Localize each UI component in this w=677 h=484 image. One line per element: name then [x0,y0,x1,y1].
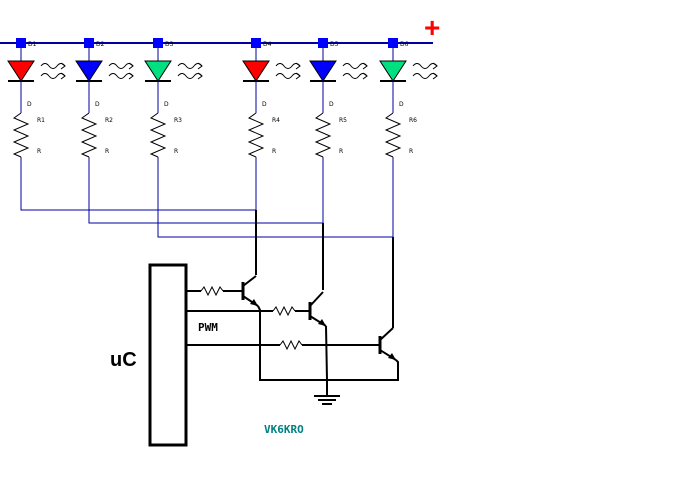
ground-wiring [257,305,399,396]
resistor-icon [149,112,167,158]
node-label: D6 [400,41,409,48]
resistor-value: R [339,148,343,155]
rail-node [388,38,398,48]
led-columns: D1D R1R D2D R2R D3D R3R D4D R4R D5D R5R D6D R6R [7,38,438,165]
rail-node [84,38,94,48]
led-return-wires [20,165,394,238]
led-icon [379,60,407,82]
rail-node [251,38,261,48]
resistor-value: R [105,148,109,155]
node-label: D5 [330,41,339,48]
resistor-label: R2 [105,117,113,124]
microcontroller-label: uC [110,349,137,371]
led-icon [309,60,337,82]
rail-node [153,38,163,48]
collector-wires [255,210,394,328]
base-drive-2 [186,305,310,317]
microcontroller-block [148,263,188,447]
diode-text: D [399,101,404,108]
resistor-value: R [174,148,178,155]
resistor-label: R5 [339,117,347,124]
diode-text: D [329,101,334,108]
diode-text: D [95,101,100,108]
diode-text: D [27,101,32,108]
resistor-value: R [37,148,41,155]
wire-r3-to-q3 [157,165,393,238]
led-icon [7,60,35,82]
wire-r1-to-q1 [20,165,256,211]
wire-r2-to-q2 [88,165,323,224]
led-column-d6: D6D R6R [379,38,438,165]
led-column-d2: D2D R2R [75,38,134,165]
resistor-icon [314,112,332,158]
transistor-q1 [241,275,259,307]
led-icon [144,60,172,82]
resistor-icon [384,112,402,158]
resistor-icon [247,112,265,158]
ground-symbol [314,395,340,405]
pwm-label: PWM [198,321,218,334]
resistor-value: R [409,148,413,155]
light-emission-icon [40,62,66,80]
led-column-d1: D1D R1R [7,38,66,165]
resistor-label: R1 [37,117,45,124]
resistor-icon [80,112,98,158]
base-drive-1 [186,285,243,297]
node-label: D4 [263,41,272,48]
node-label: D1 [28,41,37,48]
led-icon [75,60,103,82]
transistor-q2 [308,291,327,327]
led-column-d3: D3D R3R [144,38,203,165]
light-emission-icon [412,62,438,80]
supply-plus-symbol: + [424,12,440,43]
transistor-q3 [378,327,397,361]
light-emission-icon [108,62,134,80]
node-label: D2 [96,41,105,48]
light-emission-icon [177,62,203,80]
resistor-label: R4 [272,117,280,124]
resistor-value: R [272,148,276,155]
led-column-d5: D5D R5R [309,38,368,165]
node-label: D3 [165,41,174,48]
diode-text: D [164,101,169,108]
rail-node [16,38,26,48]
resistor-label: R3 [174,117,182,124]
led-icon [242,60,270,82]
resistor-label: R6 [409,117,417,124]
author-signature: VK6KRO [264,423,304,436]
led-column-d4: D4D R4R [242,38,301,165]
resistor-icon [12,112,30,158]
light-emission-icon [275,62,301,80]
diode-text: D [262,101,267,108]
base-drive-3 [186,339,380,351]
rail-node [318,38,328,48]
light-emission-icon [342,62,368,80]
